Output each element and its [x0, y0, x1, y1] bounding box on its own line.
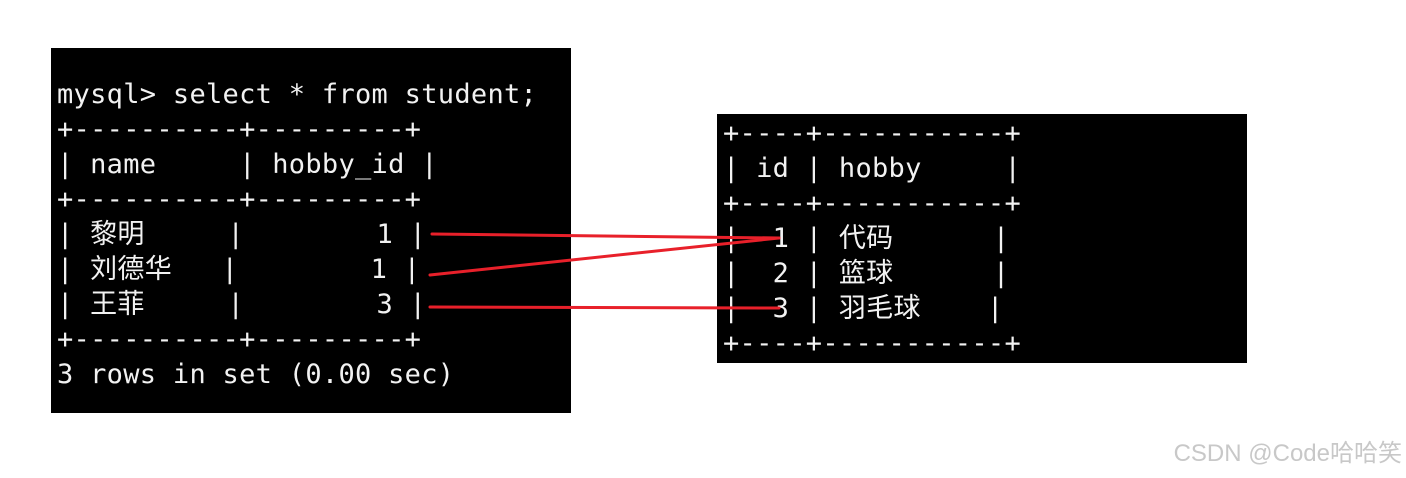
- student-query-terminal: mysql> select * from student; +---------…: [51, 48, 571, 413]
- watermark: CSDN @Code哈哈笑: [1173, 440, 1402, 467]
- table-border-top: +----------+---------+: [57, 114, 422, 145]
- student-row-3: | 王菲 | 3 |: [57, 289, 427, 320]
- hobby-row-1: | 1 | 代码 |: [723, 223, 1010, 254]
- hobby-row-3: | 3 | 羽毛球 |: [723, 293, 1004, 324]
- hobby-row-2: | 2 | 篮球 |: [723, 258, 1010, 289]
- table-border-bottom: +----------+---------+: [57, 324, 422, 355]
- hobby-border-mid: +----+-----------+: [723, 188, 1021, 219]
- sql-command: mysql> select * from student;: [57, 79, 538, 110]
- hobby-border-top: +----+-----------+: [723, 118, 1021, 149]
- result-summary: 3 rows in set (0.00 sec): [57, 359, 455, 390]
- student-row-2: | 刘德华 | 1 |: [57, 254, 421, 285]
- hobby-table-terminal: +----+-----------+ | id | hobby | +----+…: [717, 114, 1247, 363]
- table-header-row: | name | hobby_id |: [57, 149, 438, 180]
- student-row-1: | 黎明 | 1 |: [57, 219, 427, 250]
- hobby-border-bottom: +----+-----------+: [723, 328, 1021, 359]
- hobby-header-row: | id | hobby |: [723, 153, 1021, 184]
- table-border-mid: +----------+---------+: [57, 184, 422, 215]
